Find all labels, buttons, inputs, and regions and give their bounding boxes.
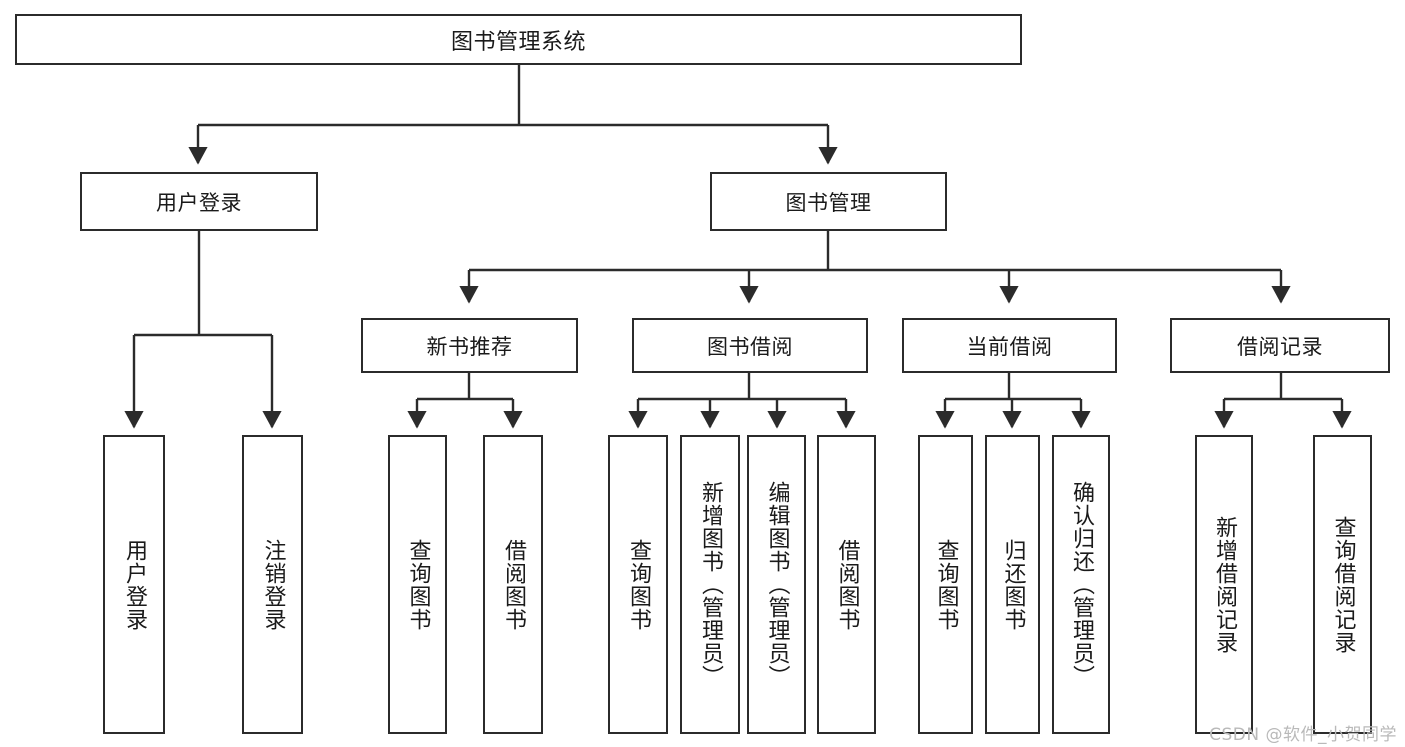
node-label: 图书借阅 <box>707 334 793 359</box>
leaf-edit-book-admin[interactable]: 编辑图书（管理员） <box>747 435 806 734</box>
node-label: 查询图书 <box>625 538 651 631</box>
node-label: 新增借阅记录 <box>1211 515 1237 654</box>
node-user-login[interactable]: 用户登录 <box>80 172 318 231</box>
node-label: 查询图书 <box>933 538 959 631</box>
node-root-system[interactable]: 图书管理系统 <box>15 14 1022 65</box>
node-current-borrow[interactable]: 当前借阅 <box>902 318 1117 373</box>
leaf-return-book[interactable]: 归还图书 <box>985 435 1040 734</box>
watermark-text: CSDN @软件_小贺同学 <box>1209 725 1397 745</box>
node-label: 编辑图书（管理员） <box>764 481 790 688</box>
leaf-user-login[interactable]: 用户登录 <box>103 435 165 734</box>
node-label: 查询图书 <box>405 538 431 631</box>
node-label: 查询借阅记录 <box>1330 515 1356 654</box>
leaf-query-book-recommend[interactable]: 查询图书 <box>388 435 447 734</box>
node-label: 图书管理系统 <box>450 29 586 55</box>
node-label: 用户登录 <box>156 190 242 215</box>
node-book-management[interactable]: 图书管理 <box>710 172 947 231</box>
leaf-confirm-return-admin[interactable]: 确认归还（管理员） <box>1052 435 1110 734</box>
node-label: 图书管理 <box>785 190 872 215</box>
node-label: 确认归还（管理员） <box>1068 481 1094 688</box>
node-new-book-recommend[interactable]: 新书推荐 <box>361 318 578 373</box>
node-label: 新书推荐 <box>426 334 513 359</box>
node-label: 用户登录 <box>121 538 147 631</box>
leaf-logout[interactable]: 注销登录 <box>242 435 303 734</box>
node-borrow-record[interactable]: 借阅记录 <box>1170 318 1390 373</box>
leaf-query-book-current[interactable]: 查询图书 <box>918 435 973 734</box>
node-label: 注销登录 <box>260 538 286 631</box>
node-label: 借阅记录 <box>1237 334 1323 359</box>
node-label: 借阅图书 <box>834 538 860 631</box>
leaf-add-book-admin[interactable]: 新增图书（管理员） <box>680 435 740 734</box>
leaf-add-borrow-record[interactable]: 新增借阅记录 <box>1195 435 1253 734</box>
leaf-borrow-book[interactable]: 借阅图书 <box>817 435 876 734</box>
leaf-query-borrow-record[interactable]: 查询借阅记录 <box>1313 435 1372 734</box>
node-label: 当前借阅 <box>966 334 1053 359</box>
node-label: 新增图书（管理员） <box>697 481 723 688</box>
leaf-borrow-book-recommend[interactable]: 借阅图书 <box>483 435 543 734</box>
leaf-query-book-borrow[interactable]: 查询图书 <box>608 435 668 734</box>
node-label: 归还图书 <box>1000 538 1026 631</box>
node-book-borrow[interactable]: 图书借阅 <box>632 318 868 373</box>
node-label: 借阅图书 <box>500 538 526 631</box>
